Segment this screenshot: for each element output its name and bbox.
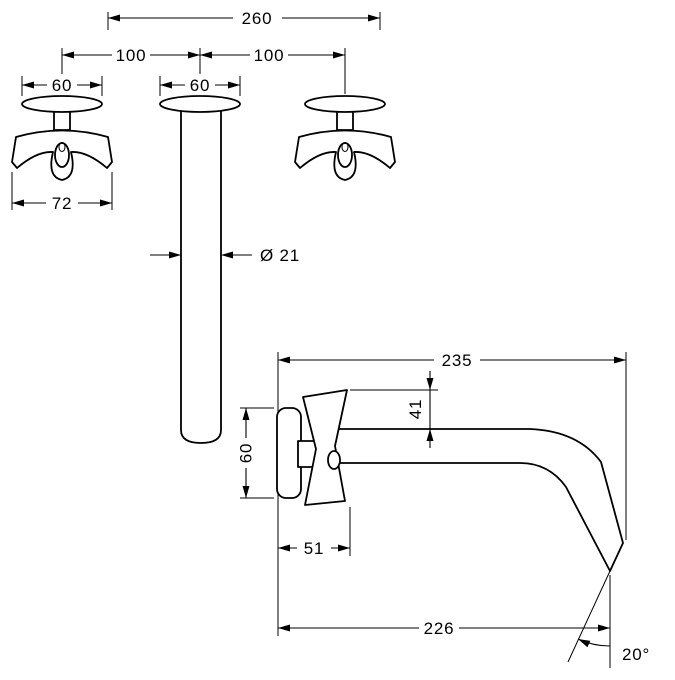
left-handle-neck bbox=[53, 109, 71, 131]
dim-tap-hole-spacing: 100 100 bbox=[61, 46, 346, 94]
spout-side-profile bbox=[319, 428, 624, 572]
dim-handle-width: 72 bbox=[11, 172, 113, 213]
dim-total-projection: 235 bbox=[278, 351, 627, 540]
angle-arc bbox=[577, 638, 611, 648]
dim-260-label: 260 bbox=[242, 9, 273, 28]
dim-spout-projection: 226 bbox=[278, 575, 611, 668]
dim-100-left-label: 100 bbox=[116, 46, 147, 65]
dim-diameter-label: Ø 21 bbox=[260, 246, 300, 265]
dim-235-label: 235 bbox=[442, 351, 473, 370]
dim-overall-width: 260 bbox=[107, 9, 381, 30]
dim-outlet-height: 41 bbox=[350, 371, 438, 448]
dim-outlet-angle: 20° bbox=[567, 557, 650, 664]
dim-226-label: 226 bbox=[424, 619, 455, 638]
dim-72-label: 72 bbox=[52, 194, 73, 213]
dim-escutcheon-height: 60 bbox=[237, 407, 274, 499]
dim-20deg-label: 20° bbox=[622, 645, 650, 664]
side-view: 235 41 60 51 bbox=[237, 351, 650, 668]
dim-spout-diameter: Ø 21 bbox=[150, 246, 300, 265]
left-handle-escutcheon bbox=[21, 95, 103, 113]
left-handle-hub bbox=[54, 142, 70, 168]
front-view: 260 100 100 60 60 bbox=[11, 9, 396, 444]
dim-handle-escutcheon: 60 bbox=[21, 76, 103, 96]
dim-60-spout-label: 60 bbox=[190, 76, 211, 95]
dim-60-side-label: 60 bbox=[237, 443, 256, 464]
spout-escutcheon bbox=[159, 95, 241, 113]
left-handle-hub-detail bbox=[58, 142, 66, 152]
dim-60-left-label: 60 bbox=[52, 76, 73, 95]
dim-handle-projection: 51 bbox=[278, 507, 351, 558]
dim-41-label: 41 bbox=[406, 399, 425, 420]
right-handle-escutcheon bbox=[304, 95, 386, 113]
handle-side-profile bbox=[302, 389, 348, 506]
handle-hub-side bbox=[327, 450, 341, 470]
dim-spout-escutcheon: 60 bbox=[159, 76, 241, 96]
right-handle-neck bbox=[336, 109, 354, 131]
right-handle-hub bbox=[337, 142, 353, 168]
angle-reference-line bbox=[567, 557, 617, 663]
dim-51-label: 51 bbox=[304, 539, 325, 558]
right-handle-hub-detail bbox=[341, 142, 349, 152]
dim-100-right-label: 100 bbox=[254, 46, 285, 65]
spout-tube-front bbox=[180, 111, 222, 444]
